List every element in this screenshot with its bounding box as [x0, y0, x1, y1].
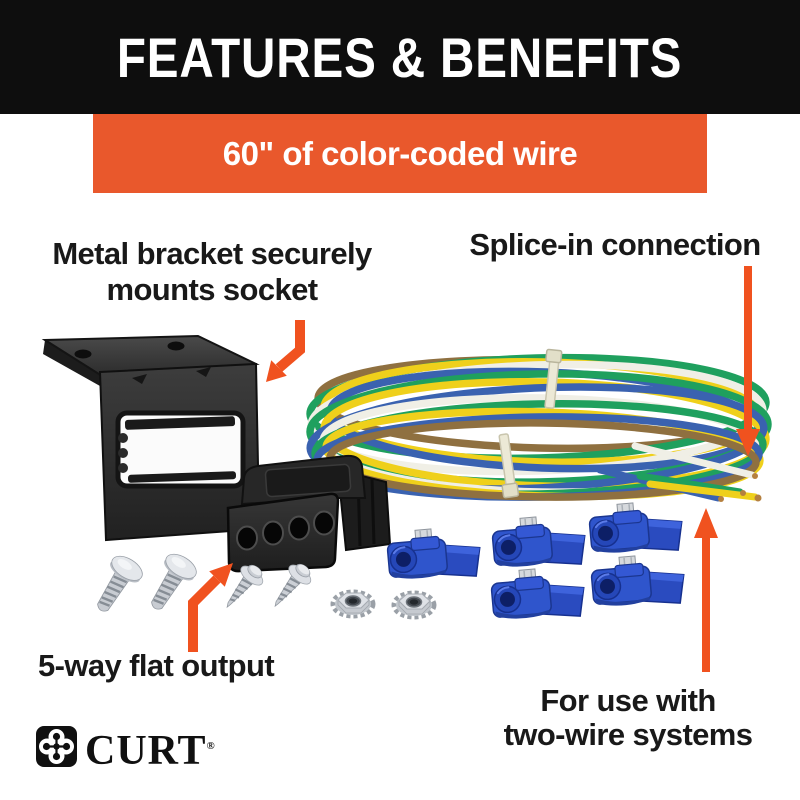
- callout-two-wire-line1: For use with: [540, 683, 716, 718]
- wire-coil: [306, 353, 772, 501]
- callout-five-way-output: 5-way flat output: [38, 648, 338, 684]
- callout-metal-bracket: Metal bracket securely mounts socket: [22, 236, 402, 308]
- bracket-hole-left: [74, 349, 92, 359]
- splice-connector-4: [489, 563, 588, 625]
- self-tapping-screw-2: [263, 557, 318, 616]
- connector-sockets: [236, 510, 335, 551]
- curt-clover-icon: [36, 726, 77, 767]
- bracket-slot-notch: [118, 448, 128, 458]
- five-way-arrow-icon: [188, 563, 233, 652]
- five-way-connector-photo: [226, 454, 392, 573]
- bracket-slot-lip-top: [124, 416, 236, 430]
- page-title: FEATURES & BENEFITS: [117, 25, 683, 89]
- bolt-1: [85, 550, 148, 621]
- two-wire-arrow-icon: [694, 508, 718, 672]
- bracket-slot-notch: [118, 463, 128, 473]
- bracket-slot: [115, 410, 246, 489]
- callout-splice-in-label: Splice-in connection: [469, 227, 761, 262]
- callout-two-wire-systems: For use with two-wire systems: [468, 684, 788, 752]
- feature-banner-label: 60" of color-coded wire: [222, 134, 578, 172]
- bracket-dent-1: [132, 374, 147, 384]
- callout-metal-bracket-line1: Metal bracket securely: [52, 236, 372, 271]
- splice-arrow-icon: [736, 266, 760, 456]
- bracket-arrow-icon: [266, 320, 305, 382]
- callout-two-wire-line2: two-wire systems: [503, 717, 753, 752]
- bracket-left-edge: [43, 340, 100, 386]
- callout-metal-bracket-line2: mounts socket: [106, 272, 319, 307]
- feature-banner: 60" of color-coded wire: [93, 114, 707, 193]
- metal-bracket-photo: [41, 334, 261, 542]
- bracket-dent-2: [196, 367, 211, 377]
- splice-connector-1: [385, 523, 484, 585]
- wire-copper-tips: [718, 473, 762, 502]
- splice-connector-3: [587, 497, 686, 559]
- callout-five-way-output-label: 5-way flat output: [38, 648, 275, 683]
- wire-ends: [596, 442, 759, 502]
- brand-wordmark: CURT®: [85, 726, 216, 772]
- keps-nut-1: [333, 592, 373, 616]
- header-bar: FEATURES & BENEFITS: [0, 0, 800, 114]
- zip-tie-top: [544, 348, 563, 409]
- splice-connectors-photo: [385, 497, 688, 625]
- zip-tie-bottom: [498, 433, 520, 499]
- connector-hood-recess: [264, 463, 352, 498]
- wire-bundle-photo: [306, 348, 772, 502]
- splice-connector-2: [490, 511, 589, 573]
- splice-connector-5: [589, 550, 688, 612]
- registered-mark: ®: [206, 740, 216, 752]
- bracket-slot-notch: [118, 433, 128, 443]
- callout-splice-in: Splice-in connection: [445, 227, 785, 263]
- bracket-hole-right: [167, 341, 185, 351]
- brand-logo: CURT®: [36, 726, 216, 772]
- brand-name-text: CURT: [85, 728, 207, 774]
- bracket-slot-lip-bottom: [127, 471, 237, 483]
